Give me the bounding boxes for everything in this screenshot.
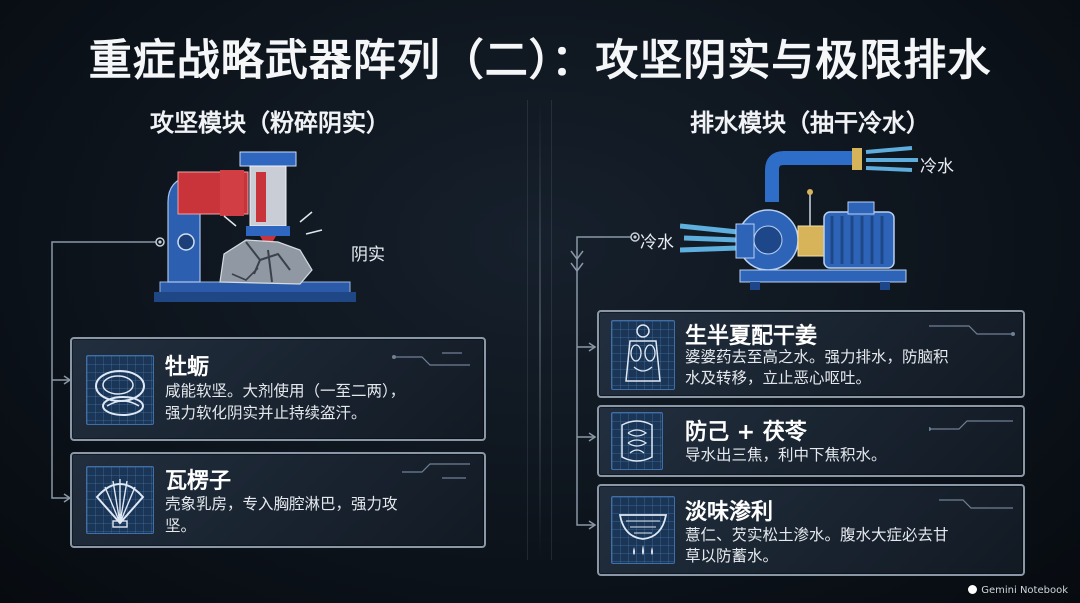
left-section-heading: 攻坚模块（粉碎阴实）	[150, 109, 390, 137]
gemini-logo-icon	[968, 585, 978, 594]
right-connector-lines	[570, 232, 640, 530]
card-desc-line2: 水及转移，立止恶心呕吐。	[685, 369, 872, 387]
intestines-icon	[611, 412, 663, 470]
circuit-decoration	[402, 463, 470, 479]
page-title: 重症战略武器阵列（二）：攻坚阴实与极限排水	[88, 36, 992, 86]
card-desc-line1: 薏仁、芡实松土渗水。腹水大症必去甘	[685, 526, 949, 544]
circuit-decoration	[939, 499, 1013, 509]
watermark: Gemini Notebook	[968, 585, 1068, 596]
water-pump-illustration	[680, 146, 918, 290]
oyster-icon	[86, 355, 154, 425]
card-desc-line1: 壳象乳房，专入胸腔淋巴，强力攻	[165, 495, 398, 513]
left-connector-lines	[51, 237, 165, 503]
card-oyster: 牡蛎 咸能软坚。大剂使用（一至二两）， 强力软化阴实并止持续盗汗。	[70, 337, 486, 441]
card-ark-shell: 瓦楞子 壳象乳房，专入胸腔淋巴，强力攻 坚。	[70, 452, 486, 548]
hydraulic-press-illustration	[154, 151, 356, 302]
circuit-decoration	[392, 352, 470, 366]
center-divider	[539, 100, 541, 560]
card-title: 生半夏配干姜	[685, 324, 818, 349]
scallop-shell-icon	[86, 466, 154, 534]
card-title: 淡味渗利	[685, 500, 774, 525]
watermark-text: Gemini Notebook	[981, 585, 1068, 596]
right-section-heading: 排水模块（抽干冷水）	[690, 109, 930, 137]
cold-water-label-top: 冷水	[920, 157, 954, 177]
circuit-decoration	[929, 325, 1015, 336]
card-pinellia-ginger: 生半夏配干姜 婆婆药去至高之水。强力排水，防脑积 水及转移，立止恶心呕吐。	[597, 310, 1025, 398]
card-title: 防己 + 茯苓	[685, 420, 807, 445]
card-stephania-poria: 防己 + 茯苓 导水出三焦，利中下焦积水。	[597, 405, 1025, 477]
circuit-decoration	[929, 420, 1013, 431]
yin-solid-label: 阴实	[351, 245, 385, 265]
card-desc-line1: 婆婆药去至高之水。强力排水，防脑积	[685, 348, 949, 366]
cold-water-label-left: 冷水	[640, 233, 674, 253]
strainer-icon	[611, 496, 675, 564]
center-divider-line-left	[527, 100, 528, 560]
card-desc-line1: 咸能软坚。大剂使用（一至二两），	[165, 382, 406, 400]
center-divider-line-right	[551, 100, 552, 560]
card-title: 牡蛎	[165, 355, 210, 380]
human-organs-icon	[611, 320, 675, 390]
card-bland-draining: 淡味渗利 薏仁、芡实松土渗水。腹水大症必去甘 草以防蓄水。	[597, 484, 1025, 576]
card-desc-line2: 草以防蓄水。	[685, 547, 779, 565]
card-desc-line2: 强力软化阴实并止持续盗汗。	[165, 404, 367, 422]
card-desc-line1: 导水出三焦，利中下焦积水。	[685, 446, 887, 464]
card-title: 瓦楞子	[165, 469, 232, 494]
card-desc-line2: 坚。	[165, 517, 197, 535]
